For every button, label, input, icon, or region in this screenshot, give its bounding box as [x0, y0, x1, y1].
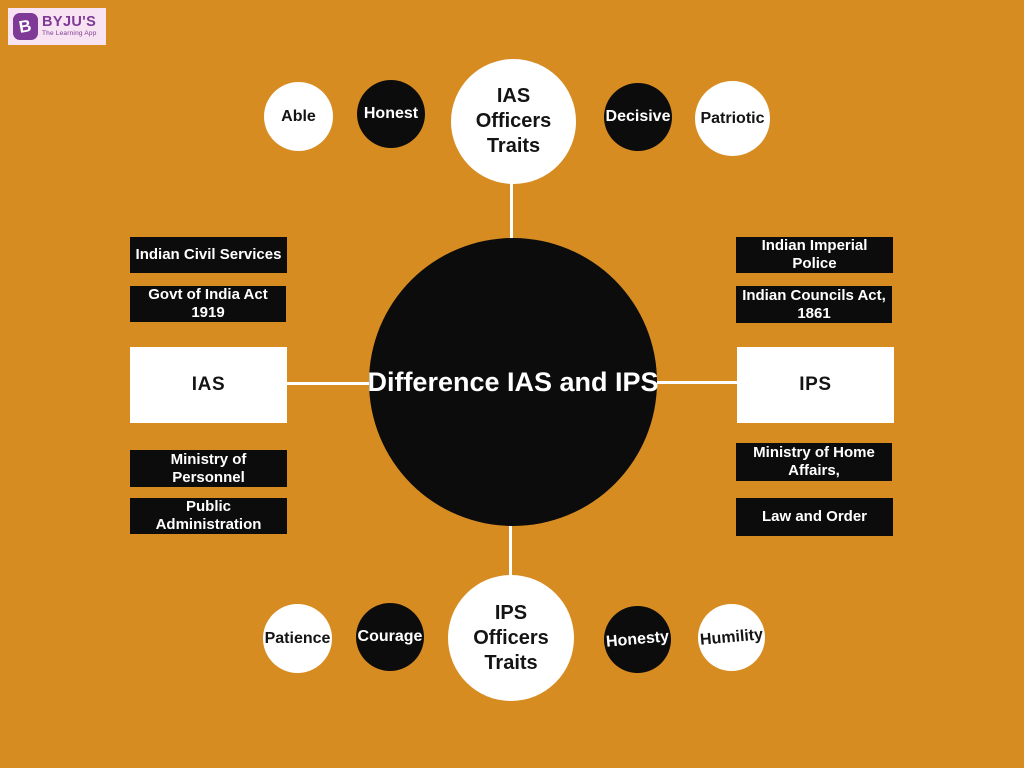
fact-indian-civil-services: Indian Civil Services [130, 237, 287, 273]
node-ips: IPS [737, 347, 894, 423]
trait-honest: Honest [357, 80, 425, 148]
brand-name: BYJU'S [42, 14, 97, 31]
byjus-b-icon: B [13, 13, 38, 40]
fact-public-administration-label: Public Administration [155, 498, 262, 533]
trait-able-label: Able [281, 107, 316, 125]
fact-govt-of-india-act-1919: Govt of India Act 1919 [130, 286, 286, 322]
trait-patriotic-label: Patriotic [700, 109, 765, 127]
center-node-label: Difference IAS and IPS [367, 366, 659, 397]
trait-honesty-label: Honesty [605, 627, 670, 651]
node-ias-label: IAS [191, 374, 226, 395]
trait-decisive-label: Decisive [605, 108, 671, 125]
fact-ministry-of-home-affairs-label: Ministry of Home Affairs, [753, 444, 875, 479]
trait-patience-label: Patience [264, 629, 331, 647]
connector-line-left [286, 382, 371, 385]
fact-ministry-of-personnel-label: Ministry of Personnel [170, 450, 247, 486]
brand-tagline: The Learning App [42, 30, 97, 38]
fact-indian-imperial-police: Indian Imperial Police [736, 237, 893, 273]
trait-patience: Patience [263, 604, 332, 673]
trait-honesty: Honesty [604, 606, 671, 673]
node-ips-label: IPS [799, 374, 832, 395]
connector-line-right [655, 381, 738, 384]
trait-humility: Humility [698, 604, 765, 671]
fact-ministry-of-personnel: Ministry of Personnel [130, 450, 287, 487]
hub-ias-officers-traits: IAS Officers Traits [451, 59, 576, 184]
byjus-logo-text: BYJU'S The Learning App [42, 15, 97, 38]
fact-law-and-order-label: Law and Order [761, 508, 868, 526]
trait-courage: Courage [356, 603, 424, 671]
fact-indian-imperial-police-label: Indian Imperial Police [761, 237, 868, 272]
fact-public-administration: Public Administration [130, 498, 287, 534]
trait-honest-label: Honest [363, 105, 419, 122]
fact-indian-councils-act-1861-label: Indian Councils Act, 1861 [742, 286, 886, 322]
fact-indian-councils-act-1861: Indian Councils Act, 1861 [736, 286, 892, 323]
trait-patriotic: Patriotic [695, 81, 770, 156]
connector-line-top [510, 183, 513, 241]
fact-ministry-of-home-affairs: Ministry of Home Affairs, [736, 443, 892, 481]
hub-ias-officers-traits-label: IAS Officers Traits [475, 85, 552, 157]
node-ias: IAS [130, 347, 287, 423]
trait-courage-label: Courage [357, 628, 423, 645]
trait-able: Able [264, 82, 333, 151]
center-node: Difference IAS and IPS [367, 238, 659, 526]
fact-indian-civil-services-label: Indian Civil Services [135, 246, 282, 264]
byjus-logo: B BYJU'S The Learning App [8, 8, 106, 45]
connector-line-bottom [509, 519, 512, 577]
fact-law-and-order: Law and Order [736, 498, 893, 536]
trait-decisive: Decisive [604, 83, 672, 151]
fact-govt-of-india-act-1919-label: Govt of India Act 1919 [148, 286, 268, 321]
hub-ips-officers-traits-label: IPS Officers Traits [473, 601, 549, 674]
trait-humility-label: Humility [699, 625, 764, 649]
hub-ips-officers-traits: IPS Officers Traits [448, 575, 574, 701]
